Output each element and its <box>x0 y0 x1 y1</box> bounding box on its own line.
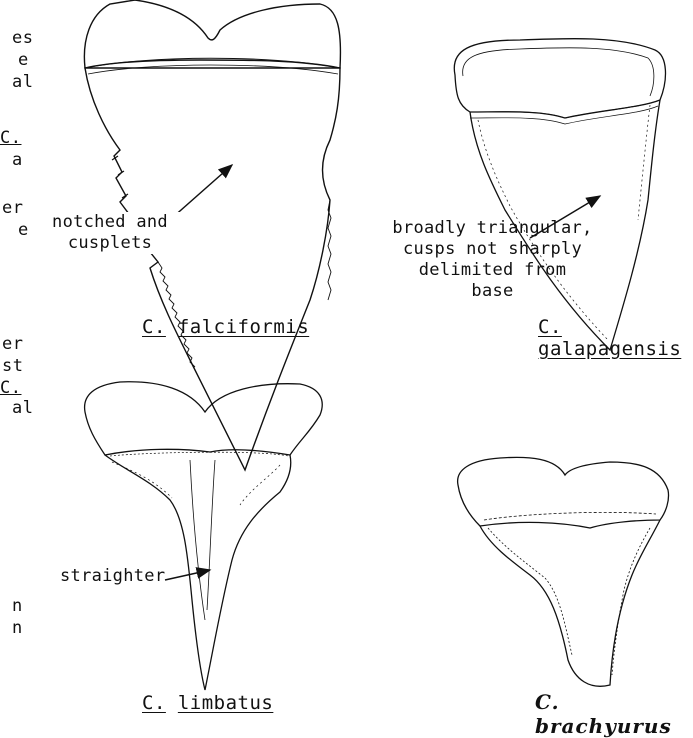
caption-limbatus: C. limbatus <box>142 692 273 714</box>
margin-fragment: n <box>12 618 23 638</box>
caption-brachyurus: C. brachyurus <box>535 690 693 738</box>
shark-teeth-figure: es e al C. a er e er st C. al n n notche… <box>0 0 693 720</box>
annotation-line: notched and <box>40 212 180 233</box>
annotation-line: base <box>385 281 600 302</box>
margin-fragment: er <box>2 334 23 354</box>
margin-fragment: e <box>18 50 29 70</box>
margin-fragment: a <box>12 150 23 170</box>
margin-fragment: n <box>12 596 23 616</box>
teeth-drawings <box>0 0 693 720</box>
brachyurus-crown <box>480 520 660 686</box>
falciformis-serrations <box>158 262 195 367</box>
brachyurus-root <box>458 457 669 528</box>
margin-fragment: C. <box>0 128 21 148</box>
caption-galapagensis: C. galapagensis <box>538 316 693 360</box>
margin-fragment: er <box>2 198 23 218</box>
margin-fragment: C. <box>0 378 21 398</box>
falciformis-crown <box>85 68 340 470</box>
annotation-line: cusps not sharply <box>385 239 600 260</box>
annotation-broad: broadly triangular, cusps not sharply de… <box>385 218 600 302</box>
annotation-line: cusplets <box>40 233 180 254</box>
caption-genus: C. <box>142 316 166 338</box>
margin-fragment: al <box>12 398 33 418</box>
margin-fragment: e <box>18 220 29 240</box>
limbatus-root <box>85 382 323 455</box>
caption-falciformis: C. falciformis <box>142 316 309 338</box>
annotation-line: delimited from <box>385 260 600 281</box>
caption-genus: C. <box>538 316 562 338</box>
caption-genus: C. <box>142 692 166 714</box>
tooth-brachyurus <box>458 457 669 686</box>
annotation-notched: notched and cusplets <box>40 212 180 254</box>
annotation-straighter: straighter <box>60 566 165 587</box>
caption-species: galapagensis <box>538 338 681 360</box>
caption-species: falciformis <box>178 316 309 338</box>
margin-fragment: st <box>2 356 23 376</box>
margin-fragment: al <box>12 72 33 92</box>
margin-fragment: es <box>12 28 33 48</box>
arrow-straighter <box>165 570 210 580</box>
tooth-limbatus <box>85 382 323 690</box>
caption-species: limbatus <box>178 692 274 714</box>
arrow-notched <box>172 165 232 218</box>
annotation-line: broadly triangular, <box>385 218 600 239</box>
tooth-galapagensis <box>454 39 665 350</box>
